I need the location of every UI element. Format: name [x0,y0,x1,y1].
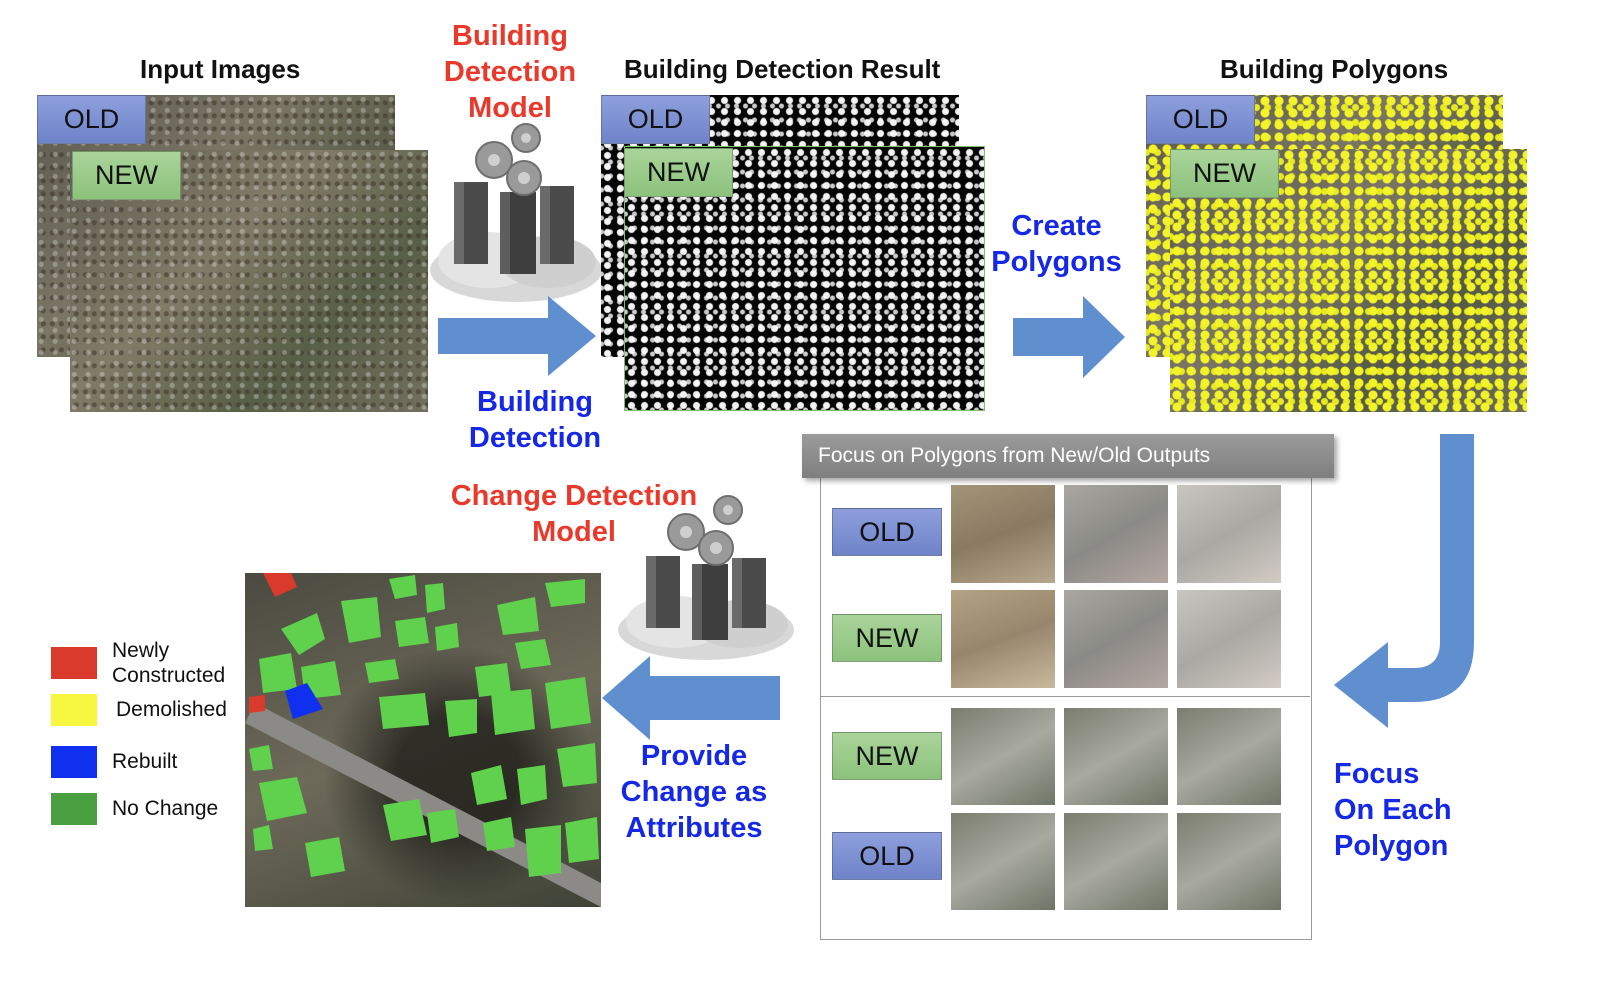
arrow-right-icon [438,296,596,376]
polygon-thumbnail [1064,708,1168,805]
polygon-thumbnail [1177,485,1281,583]
building-detection-step: Building Detection [450,384,620,456]
server-cloud-gears-icon [618,495,794,660]
polygon-thumbnail [951,708,1055,805]
step-label-line: Change as [620,776,768,808]
focus-panel-header: Focus on Polygons from New/Old Outputs [802,434,1334,478]
polygon-thumbnail [1064,485,1168,583]
arrow-right-icon [1013,296,1125,378]
provide-change-step: Provide Change as Attributes [604,738,784,846]
heading-building-polygons: Building Polygons [1220,54,1449,84]
change-polygons-overlay [245,573,601,907]
old-tag: OLD [832,508,942,556]
heading-input-images: Input Images [140,54,301,84]
step-label-line: Polygons [991,246,1122,278]
legend-label-no-change: No Change [112,797,219,820]
polygon-thumbnail [1064,813,1168,910]
arrow-left-icon [602,656,780,740]
legend-label-line: Constructed [112,664,226,687]
new-tag: NEW [624,148,733,197]
old-tag: OLD [37,95,146,144]
polygon-thumbnail [951,485,1055,583]
legend-swatch-no-change [51,793,97,825]
model-title-line: Building [452,20,568,52]
panel-divider [820,696,1310,697]
polygon-thumbnail [951,590,1055,688]
polygon-thumbnail [1177,813,1281,910]
step-label-line: Polygon [1334,830,1449,862]
polygon-thumbnail [1177,590,1281,688]
model-title-line: Change Detection [450,480,698,512]
legend-swatch-rebuilt [51,746,97,778]
legend-label-demolished: Demolished [116,698,227,721]
create-polygons-step: Create Polygons [984,208,1129,280]
step-label-line: Provide [640,740,748,772]
step-label-line: Attributes [625,812,763,844]
old-tag: OLD [601,95,710,144]
step-label-line: Create [1011,210,1102,242]
step-label-line: Detection [468,422,602,454]
old-tag: OLD [832,832,942,880]
legend-label-newly-constructed: Newly Constructed [112,638,225,688]
legend-label-line: Newly [112,639,170,662]
change-result-map [245,573,601,907]
old-tag: OLD [1146,95,1255,144]
step-label-line: Focus [1334,758,1420,790]
heading-detection-result: Building Detection Result [624,54,941,84]
polygon-thumbnail [951,813,1055,910]
new-tag: NEW [72,151,181,200]
step-label-line: On Each [1334,794,1452,826]
new-tag: NEW [832,732,942,780]
step-label-line: Building [477,386,593,418]
model-title-line: Model [468,92,552,124]
legend-swatch-demolished [51,694,97,726]
polygon-thumbnail [1177,708,1281,805]
building-detection-model-title: Building Detection Model [420,18,600,126]
arrow-curved-down-left-icon [1334,434,1474,728]
new-tag: NEW [1170,149,1279,198]
model-title-line: Detection [443,56,577,88]
polygon-thumbnail [1064,590,1168,688]
legend-swatch-newly-constructed [51,647,97,679]
change-detection-model-title: Change Detection Model [438,478,710,550]
new-tag: NEW [832,614,942,662]
server-cloud-gears-icon [430,123,602,302]
model-title-line: Model [532,516,616,548]
legend-label-rebuilt: Rebuilt [112,750,178,773]
focus-each-polygon-step: Focus On Each Polygon [1334,756,1452,864]
